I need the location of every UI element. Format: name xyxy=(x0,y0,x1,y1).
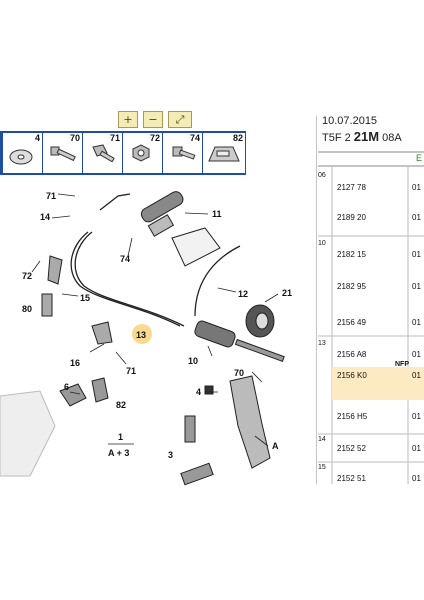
bracket-16 xyxy=(91,321,113,345)
label-15: 15 xyxy=(80,293,90,303)
return-cable xyxy=(194,245,241,317)
label-a-plus-3: A + 3 xyxy=(108,448,129,458)
disc-part-icon xyxy=(9,149,33,165)
part-quantity: 01 xyxy=(412,350,421,359)
label-82: 82 xyxy=(116,400,126,410)
zoom-toolbar: + − ⤢ xyxy=(118,111,192,128)
part-cell-4[interactable]: 4 xyxy=(2,133,42,173)
label-70: 70 xyxy=(234,368,244,378)
pedal-box xyxy=(0,390,56,477)
selected-row-highlight xyxy=(332,367,424,400)
part-reference[interactable]: 2182 95 xyxy=(337,282,366,291)
part-reference[interactable]: 2156 K0 xyxy=(337,371,367,380)
part-number: 71 xyxy=(109,133,120,143)
part-cell-74[interactable]: 74 xyxy=(162,133,202,173)
label-74: 74 xyxy=(120,254,130,264)
label-71: 71 xyxy=(46,191,56,201)
row-group: 15 xyxy=(318,464,326,471)
row-group: 10 xyxy=(318,240,326,247)
part-quantity: 01 xyxy=(412,444,421,453)
part-cell-72[interactable]: 72 xyxy=(122,133,162,173)
parts-list-panel xyxy=(315,116,424,484)
label-21: 21 xyxy=(282,288,292,298)
screw-part-icon xyxy=(172,146,196,160)
part-reference[interactable]: 2156 49 xyxy=(337,318,366,327)
switch-82 xyxy=(91,377,109,403)
eco-indicator: E xyxy=(416,153,423,163)
part-quantity: 01 xyxy=(412,412,421,421)
cable-bracket-72 xyxy=(47,255,63,285)
label-72: 72 xyxy=(22,271,32,281)
part-reference[interactable]: 2156 A8 xyxy=(337,350,367,359)
label-11: 11 xyxy=(212,209,222,219)
nut-part-icon xyxy=(132,144,150,162)
label-10: 10 xyxy=(188,356,198,366)
part-quantity: 01 xyxy=(412,183,421,192)
part-cell-82[interactable]: 82 xyxy=(202,133,245,173)
part-cell-71[interactable]: 71 xyxy=(82,133,122,173)
release-bearing xyxy=(245,304,275,338)
part-reference[interactable]: 2156 H5 xyxy=(337,412,368,421)
clip-part-icon xyxy=(208,146,240,162)
part-number: 82 xyxy=(232,133,243,143)
pedal-pad xyxy=(180,462,214,486)
clutch-cable xyxy=(70,231,181,327)
model-code: T5F 2 21M 08A xyxy=(322,129,402,144)
clutch-pedal xyxy=(204,375,271,469)
highlight-bubble xyxy=(132,324,152,344)
label-a: A xyxy=(272,441,279,451)
part-number: 74 xyxy=(189,133,200,143)
label-12: 12 xyxy=(238,289,248,299)
label-1: 1 xyxy=(118,432,123,442)
part-number: 72 xyxy=(149,133,160,143)
row-group: 13 xyxy=(318,340,326,347)
label-6: 6 xyxy=(64,382,69,392)
pedal-bracket xyxy=(171,227,221,267)
bolt-part-icon xyxy=(50,146,76,162)
label-71b: 71 xyxy=(126,366,136,376)
part-quantity: 01 xyxy=(412,371,421,380)
zoom-out-icon[interactable]: − xyxy=(143,111,163,128)
part-quantity: 01 xyxy=(412,250,421,259)
label-3: 3 xyxy=(168,450,173,460)
pedal-spring xyxy=(184,415,196,443)
label-14: 14 xyxy=(40,212,50,222)
row-group: 06 xyxy=(318,172,326,179)
row-group: 14 xyxy=(318,436,326,443)
cable-clip-80 xyxy=(41,293,53,317)
part-reference[interactable]: 2152 52 xyxy=(337,444,366,453)
nfp-badge: NFP xyxy=(395,361,409,368)
part-quantity: 01 xyxy=(412,282,421,291)
label-80: 80 xyxy=(22,304,32,314)
master-cylinder xyxy=(140,191,184,237)
part-number: 4 xyxy=(34,133,40,143)
zoom-fit-icon[interactable]: ⤢ xyxy=(168,111,192,128)
part-quantity: 01 xyxy=(412,213,421,222)
slave-cylinder xyxy=(194,320,285,363)
part-reference[interactable]: 2127 78 xyxy=(337,183,366,192)
catalog-date: 10.07.2015 xyxy=(322,115,378,127)
clutch-diagram: 71 14 11 74 72 15 12 21 80 13 16 71 10 7… xyxy=(0,191,292,486)
part-reference[interactable]: 2152 51 xyxy=(337,474,366,483)
zoom-in-icon[interactable]: + xyxy=(118,111,138,128)
label-4: 4 xyxy=(196,387,201,397)
part-quantity: 01 xyxy=(412,318,421,327)
part-quantity: 01 xyxy=(412,474,421,483)
label-16: 16 xyxy=(70,358,80,368)
part-number: 70 xyxy=(69,133,80,143)
part-reference[interactable]: 2189 20 xyxy=(337,213,366,222)
part-reference[interactable]: 2182 15 xyxy=(337,250,366,259)
bolt-part-icon xyxy=(92,144,115,163)
label-13: 13 xyxy=(136,330,146,340)
switch-6 xyxy=(59,383,87,407)
part-cell-70[interactable]: 70 xyxy=(42,133,82,173)
